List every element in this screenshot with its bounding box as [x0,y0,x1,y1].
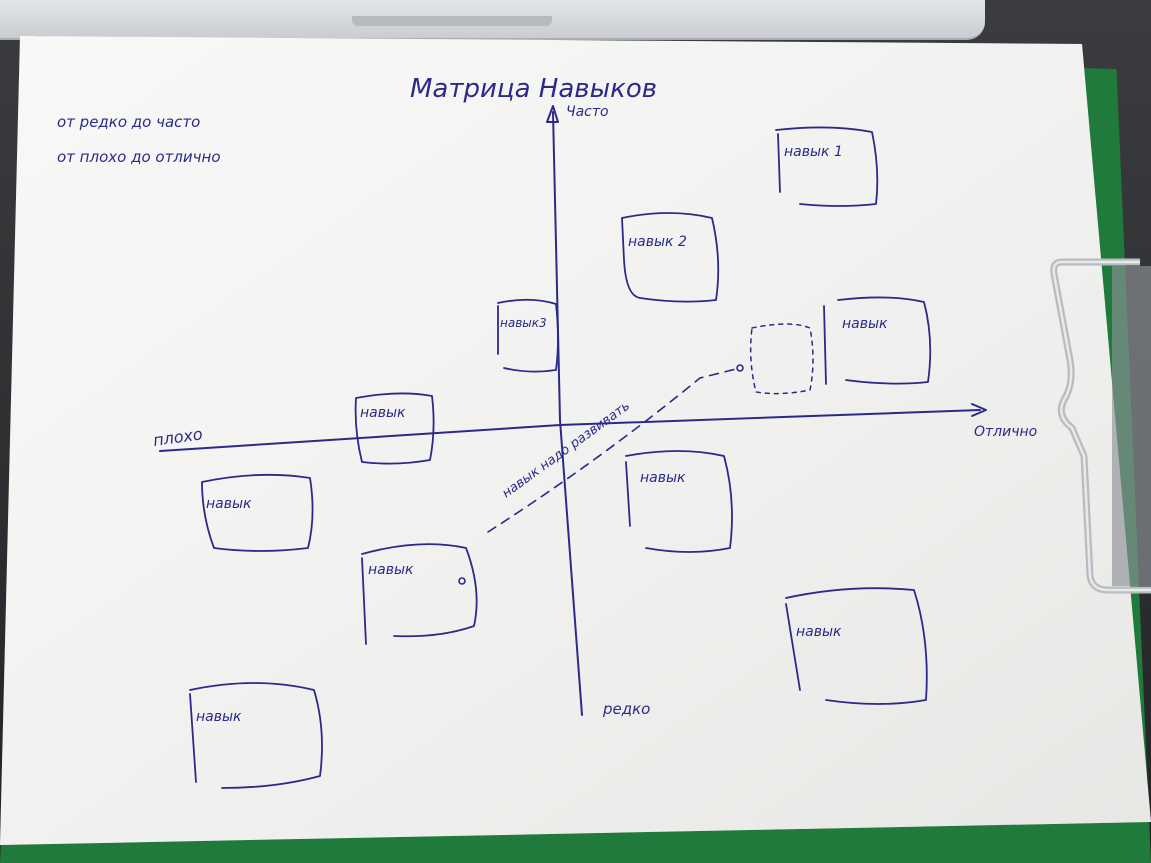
vertical-axis-arrow [546,105,559,123]
axis-label-bottom: редко [602,700,650,718]
skill-box-2-outline [621,212,720,303]
arrow-start-dot [458,577,466,585]
skill-box-bottom-left-outline [189,682,323,789]
skill-box-left-outline [201,473,314,552]
skill-box-center-low: навык [625,450,733,553]
skill-box-bottom-right: навык [785,587,928,705]
skill-box-low-left-label: навык [368,562,414,578]
skill-box-1-outline [775,126,879,207]
skill-box-1-label: навык 1 [784,144,843,160]
legend-line-2: от плохо до отлично [57,148,221,166]
skill-box-center-low-label: навык [640,470,686,486]
skill-box-3-outline [497,298,559,373]
development-arrow [487,367,741,533]
skill-box-right-outline [823,296,932,385]
skill-box-bottom-right-label: навык [796,624,842,640]
axis-label-top: Часто [566,104,609,120]
dashed-target-box [749,323,814,395]
skill-box-bottom-left-label: навык [196,709,242,725]
skill-box-low-left-outline [361,543,478,645]
skill-box-1: навык 1 [775,126,879,207]
skill-box-right: навык [749,296,932,395]
axis-label-right: Отлично [974,424,1037,440]
skill-box-3: навык3 [497,298,559,373]
skill-box-left: навык [201,473,314,552]
skill-box-left-axis: навык [354,392,435,465]
skill-box-left-axis-outline [354,392,435,465]
skill-box-2: навык 2 [621,212,720,303]
skill-box-bottom-right-outline [785,587,928,705]
legend-line-1: от редко до часто [57,113,200,131]
arrow-end-dot [736,364,744,372]
skill-box-left-label: навык [206,496,252,512]
skill-box-3-label: навык3 [500,316,547,330]
skill-box-low-left: навык [361,543,478,645]
vertical-axis-line [552,111,583,716]
horizontal-axis-line [159,409,981,452]
horizontal-axis-arrow [971,403,987,417]
skill-box-right-label: навык [842,316,888,332]
skill-box-bottom-left: навык [189,682,323,789]
skill-box-left-axis-label: навык [360,405,406,421]
laptop-hinge [352,16,552,26]
skill-box-2-label: навык 2 [628,234,687,250]
paper-shade [0,36,1151,845]
laptop-edge [0,0,985,40]
skill-box-center-low-outline [625,450,733,553]
diagram-title: Матрица Навыков [410,74,657,104]
